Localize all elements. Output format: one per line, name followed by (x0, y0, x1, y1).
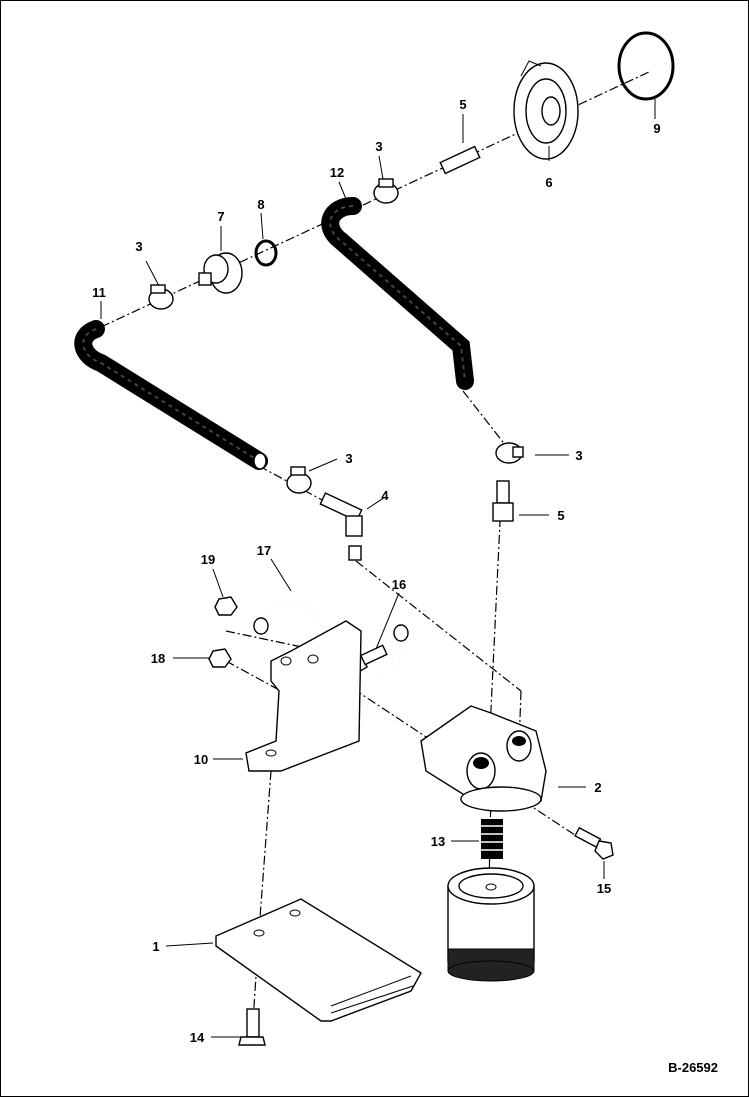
callout-2: 2 (594, 780, 601, 795)
hose-clamp-3a (148, 284, 174, 310)
callout-labels: 1 2 3 3 3 3 4 5 5 6 7 8 9 10 11 12 13 14… (92, 97, 660, 1045)
fitting-5-upper (439, 145, 481, 175)
bolt-14 (238, 1008, 266, 1046)
elbow-fitting-4 (319, 492, 363, 561)
callout-12: 12 (330, 165, 344, 180)
callout-3b: 3 (375, 139, 382, 154)
callout-13: 13 (431, 834, 445, 849)
seal-ring-9 (617, 31, 675, 101)
callout-10: 10 (194, 752, 208, 767)
callout-3c: 3 (345, 451, 352, 466)
callout-3d: 3 (575, 448, 582, 463)
callout-5a: 5 (459, 97, 466, 112)
callout-11: 11 (92, 285, 106, 300)
callout-16: 16 (392, 577, 406, 592)
callout-18: 18 (151, 651, 165, 666)
callout-3a: 3 (135, 239, 142, 254)
assembly-centerlines (100, 70, 652, 1022)
fitting-5-lower (492, 480, 514, 522)
callout-15: 15 (597, 881, 611, 896)
callout-leaders (100, 99, 656, 1038)
hose-clamp-3d (495, 442, 524, 464)
drawing-reference-number: B-26592 (668, 1060, 718, 1075)
o-ring-8 (254, 239, 278, 267)
fuel-hose-11 (74, 320, 268, 470)
mounting-bracket-10 (245, 620, 362, 772)
callout-9: 9 (653, 121, 660, 136)
fitting-7 (198, 252, 243, 294)
fuel-hose-12 (321, 197, 474, 390)
hose-clamp-3c (286, 466, 312, 494)
hose-clamp-3b (373, 178, 399, 204)
nut-18 (208, 648, 232, 668)
fuel-pump-6 (513, 60, 579, 160)
fuel-filter-cartridge (447, 867, 535, 982)
callout-8: 8 (257, 197, 264, 212)
spring-13 (481, 819, 503, 859)
callout-7: 7 (217, 209, 224, 224)
callout-1: 1 (152, 939, 159, 954)
callout-19: 19 (201, 552, 215, 567)
mounting-plate-1 (215, 898, 422, 1022)
callout-17: 17 (257, 543, 271, 558)
filter-head-2 (420, 705, 547, 812)
callout-6: 6 (545, 175, 552, 190)
bolt-15 (574, 826, 614, 860)
callout-4: 4 (381, 488, 389, 503)
callout-14: 14 (190, 1030, 205, 1045)
nut-19 (214, 596, 238, 616)
callout-5b: 5 (557, 508, 564, 523)
